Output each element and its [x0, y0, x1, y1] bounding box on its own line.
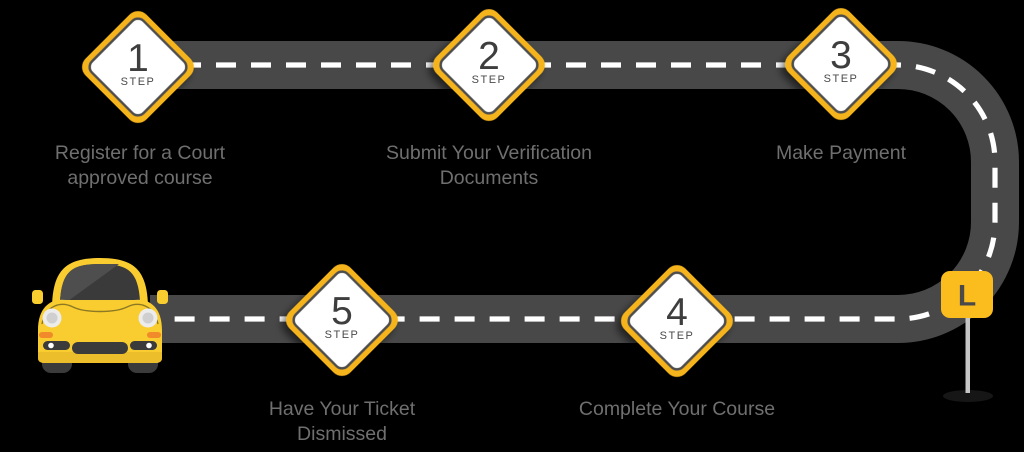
road [146, 41, 1019, 343]
car-hood-line [41, 303, 159, 325]
step-5-diamond-inner [292, 270, 392, 370]
step-1-caption-line2: approved course [67, 167, 212, 189]
step-3-caption-line1: Make Payment [776, 142, 907, 164]
l-sign-pole [965, 300, 970, 393]
step-5-marker: 5 STEP [286, 264, 398, 376]
car-left-foglight [48, 342, 54, 349]
step-2-number: 2 [478, 35, 500, 78]
car-right-mirror [157, 290, 168, 304]
step-3-diamond-inner [791, 14, 891, 114]
l-sign-letter: L [958, 280, 976, 313]
road-centerline-dashes [146, 62, 998, 322]
car-right-foglight [146, 342, 152, 349]
step-3-label: STEP [824, 73, 859, 85]
step-1-number: 1 [127, 37, 149, 80]
step-1-label: STEP [121, 76, 156, 88]
step-3-marker: 3 STEP [785, 8, 897, 120]
car-right-grille [130, 341, 157, 350]
step-4-marker: 4 STEP [621, 265, 733, 377]
car-right-indicator [147, 332, 161, 338]
step-2-marker: 2 STEP [433, 9, 545, 121]
step-2-diamond-inner [439, 15, 539, 115]
step-4-number: 4 [666, 291, 688, 334]
car-left-mirror [32, 290, 43, 304]
step-1-marker: 1 STEP [82, 11, 194, 123]
step-2-caption-line1: Submit Your Verification [386, 142, 592, 164]
step-5-number: 5 [331, 290, 353, 333]
step-4-caption-line1: Complete Your Course [579, 398, 775, 420]
step-captions: Register for a Court approved course Sub… [55, 142, 907, 445]
l-sign-ground-shadow [943, 390, 993, 402]
step-2-label: STEP [472, 74, 507, 86]
car-windshield-highlight [60, 264, 119, 301]
step-2-caption-line2: Documents [440, 167, 539, 189]
step-4-diamond-inner [627, 271, 727, 371]
car-left-grille [43, 341, 70, 350]
step-1-diamond-inner [88, 17, 188, 117]
step-5-label: STEP [325, 329, 360, 341]
step-5-caption-line1: Have Your Ticket [269, 398, 416, 420]
car-right-headlight-inner [142, 312, 154, 324]
car-bumper-lip [38, 352, 162, 363]
step-1-caption-line1: Register for a Court [55, 142, 226, 164]
step-3-number: 3 [830, 34, 852, 77]
l-sign: L [941, 271, 993, 402]
step-5-caption-line2: Dismissed [297, 423, 387, 445]
car-left-headlight-inner [46, 312, 58, 324]
l-sign-plate [941, 271, 993, 318]
step-4-label: STEP [660, 330, 695, 342]
car-icon [32, 258, 168, 373]
car-left-indicator [39, 332, 53, 338]
car-center-intake [72, 342, 128, 354]
